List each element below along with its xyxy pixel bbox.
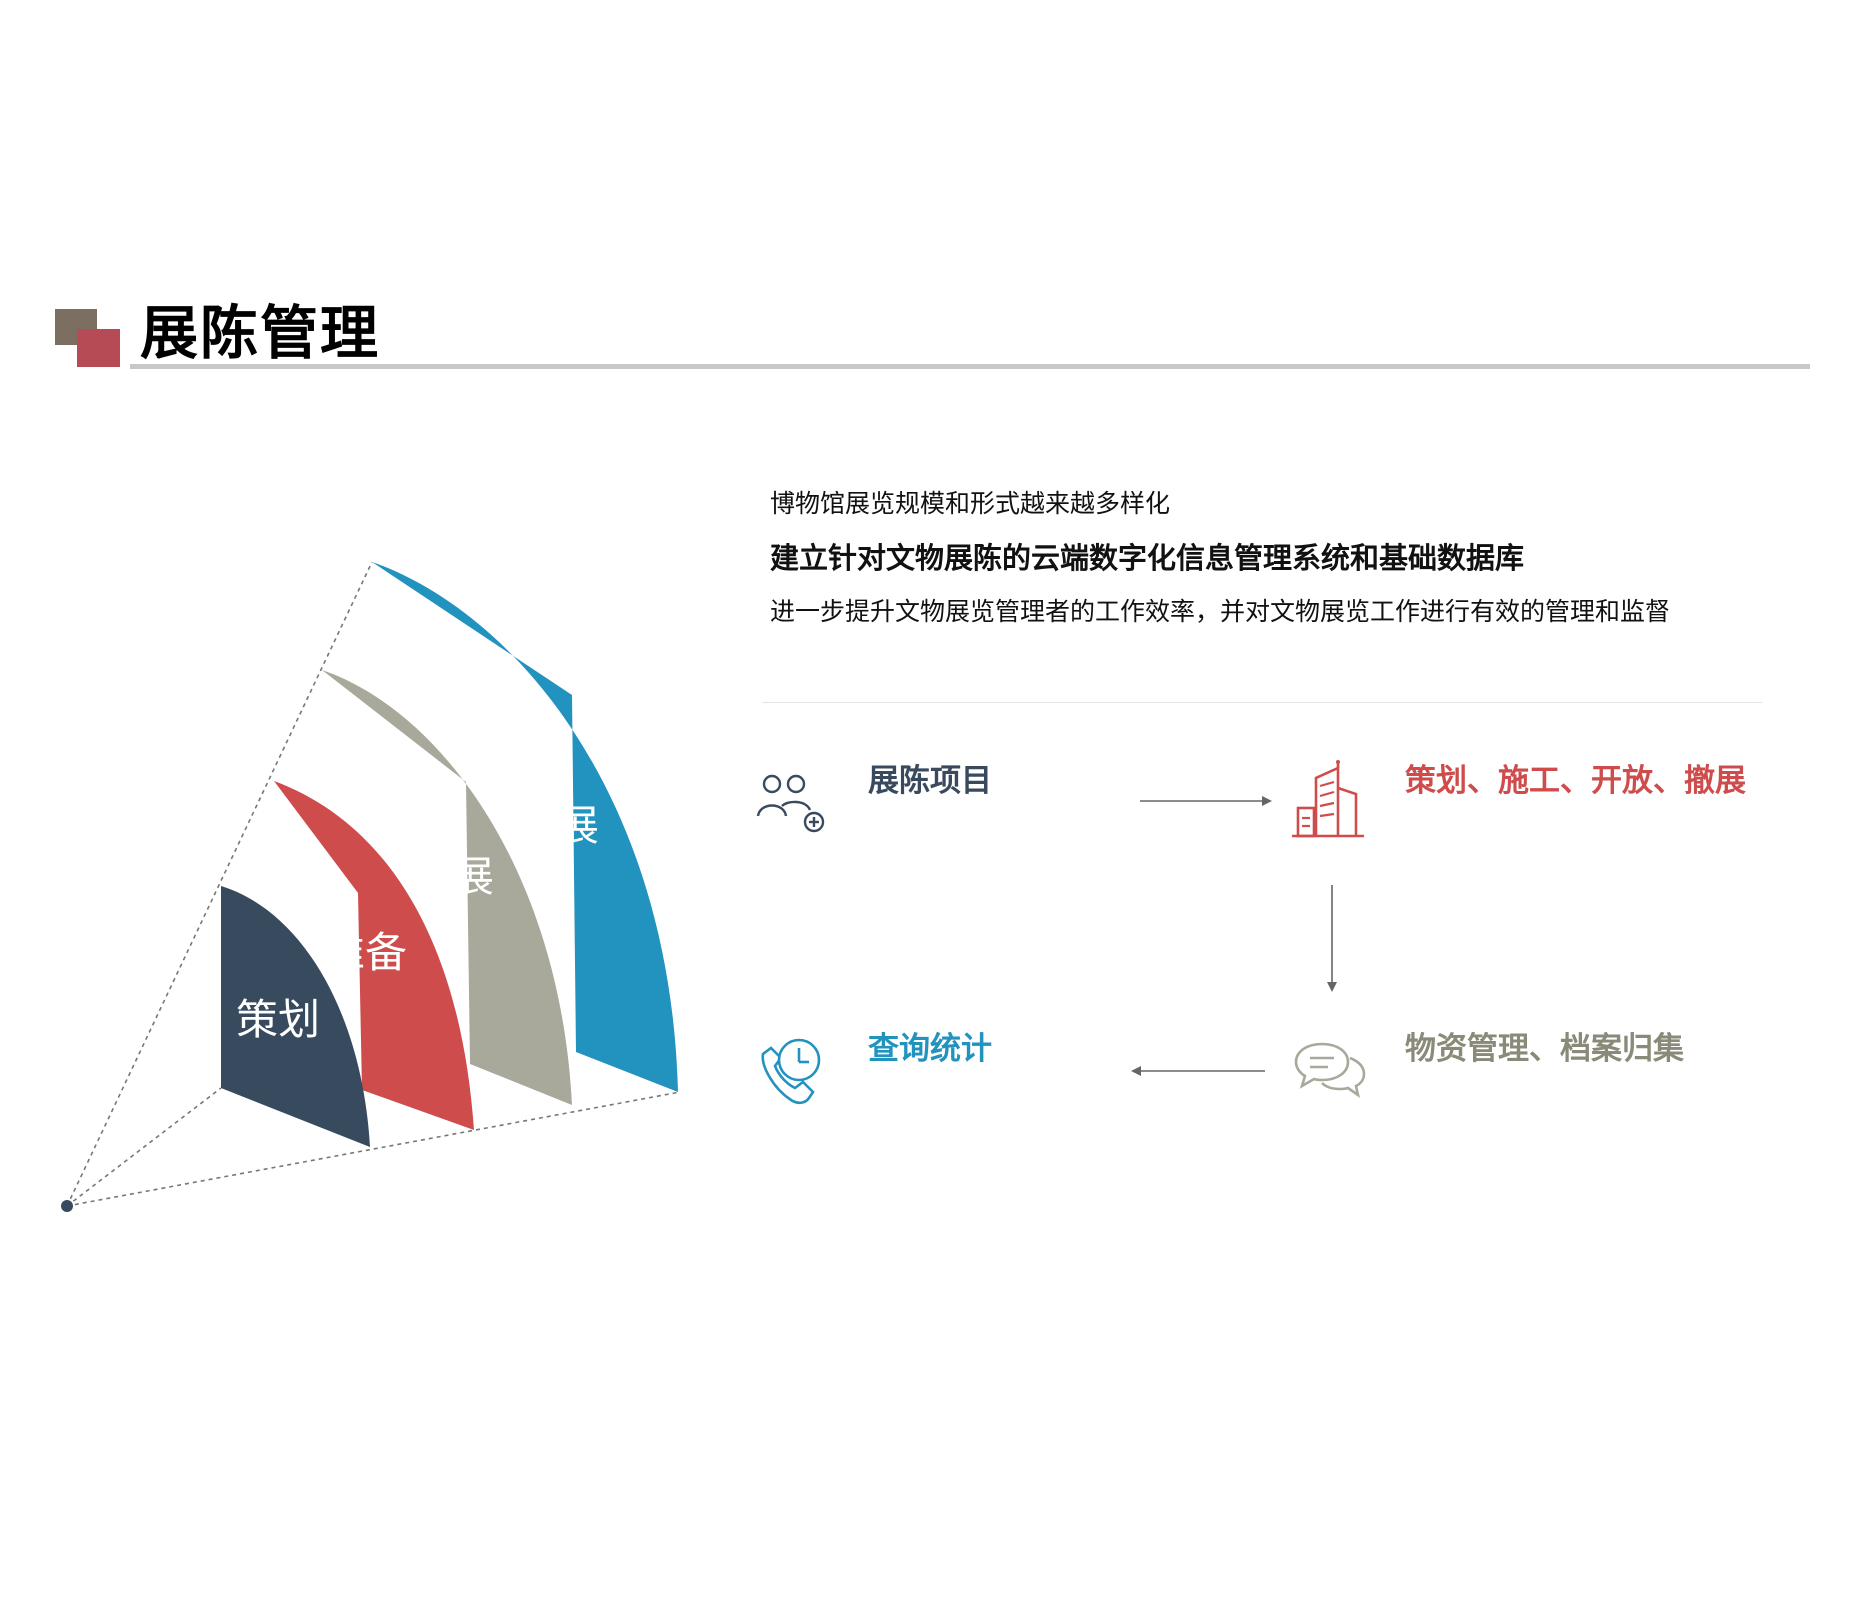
flow-label-exhibition-project: 展陈项目 [868,763,992,799]
flow-label-lifecycle: 策划、施工、开放、撤展 [1405,763,1746,799]
fan-layer-1 [221,886,370,1147]
building-icon [1292,760,1364,838]
intro-line-1: 博物馆展览规模和形式越来越多样化 [770,489,1171,518]
flow-label-materials-archives: 物资管理、档案归集 [1405,1031,1684,1067]
section-divider [762,702,1762,703]
phone-clock-icon [761,1038,821,1105]
title-decoration-square-red [77,329,120,367]
fan-label-3: 布展 [410,852,494,901]
stage-fan-diagram: 撤展 布展 准备 策划 [61,561,681,1212]
guide-line-upper [66,561,373,1207]
fan-label-2: 准备 [323,928,407,977]
intro-line-2: 建立针对文物展陈的云端数字化信息管理系统和基础数据库 [770,541,1525,575]
fan-layer-4 [372,562,678,1092]
fan-origin-dot [61,1200,73,1212]
people-add-icon [756,774,825,833]
fan-layer-2 [274,781,474,1130]
fan-label-4: 撤展 [515,801,599,850]
fan-label-1: 策划 [236,995,320,1044]
flow-label-query-statistics: 查询统计 [868,1031,992,1067]
intro-line-3: 进一步提升文物展览管理者的工作效率，并对文物展览工作进行有效的管理和监督 [770,597,1671,626]
title-underline [130,364,1810,369]
guide-line-left-base [66,1087,222,1207]
page-title: 展陈管理 [140,299,381,367]
chat-bubbles-icon [1294,1042,1366,1098]
fan-layer-3 [322,670,572,1105]
